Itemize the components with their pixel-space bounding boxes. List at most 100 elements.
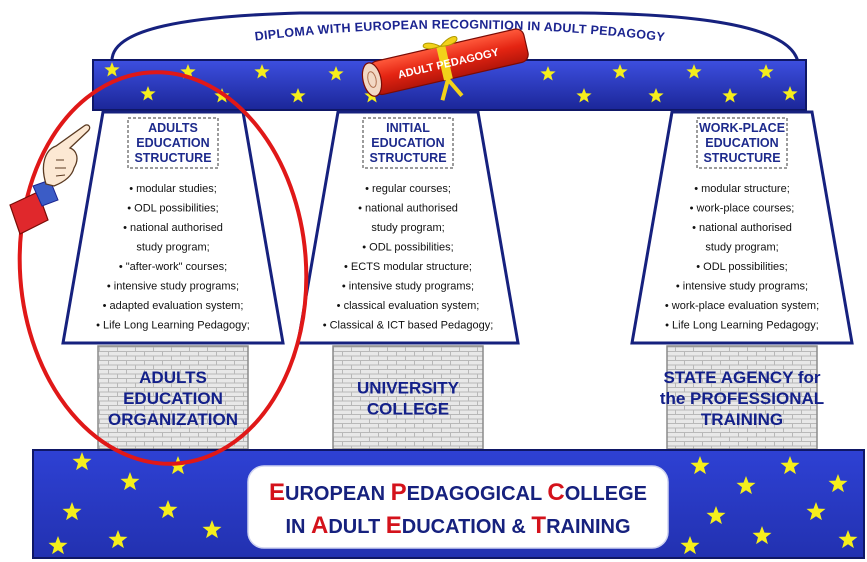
star-icon	[648, 88, 664, 103]
column-shaft	[666, 345, 818, 450]
college-name-panel	[247, 465, 669, 549]
college-name-line1: EUROPEAN PEDAGOGICAL COLLEGE	[269, 479, 647, 506]
star-icon	[254, 64, 270, 79]
column-item: • national authorised	[123, 222, 223, 234]
column-heading: STRUCTURE	[703, 151, 780, 165]
star-icon	[72, 452, 92, 471]
column-item: • Life Long Learning Pedagogy;	[665, 320, 819, 332]
star-icon	[140, 86, 156, 101]
initial-letter: E	[269, 479, 285, 506]
column-item: • adapted evaluation system;	[103, 300, 244, 312]
word-rest: IN	[285, 516, 311, 538]
column-item: • regular courses;	[365, 183, 451, 195]
heading-box	[696, 117, 788, 169]
star-icon	[202, 520, 222, 539]
star-icon	[806, 502, 826, 521]
star-icon	[736, 476, 756, 495]
word-rest: OLLEGE	[565, 483, 647, 505]
column-item: • ODL possibilities;	[362, 242, 453, 254]
word-rest: DULT	[328, 516, 385, 538]
heading-box	[362, 117, 454, 169]
organization-name: ORGANIZATION	[108, 410, 238, 429]
star-icon	[722, 88, 738, 103]
star-icon	[120, 472, 140, 491]
initial-letter: E	[386, 512, 402, 539]
star-icon	[48, 536, 68, 555]
star-icon	[706, 506, 726, 525]
initial-letter: C	[547, 479, 564, 506]
organization-name: ADULTS	[139, 368, 207, 387]
column-capital	[61, 110, 285, 345]
column-item: • national authorised	[692, 222, 792, 234]
star-icon	[828, 474, 848, 493]
organization-name: TRAINING	[701, 410, 783, 429]
column-heading: INITIAL	[386, 121, 430, 135]
word-rest: DUCATION &	[402, 516, 532, 538]
column-item: • ODL possibilities;	[696, 261, 787, 273]
star-icon	[180, 64, 196, 79]
star-icon	[680, 536, 700, 555]
column-heading: EDUCATION	[371, 136, 444, 150]
star-icon	[612, 64, 628, 79]
column-shaft	[97, 345, 249, 450]
star-icon	[104, 62, 120, 77]
organization-name: the PROFESSIONAL	[660, 389, 824, 408]
column-heading: WORK-PLACE	[699, 121, 785, 135]
pointing-hand-icon	[9, 124, 91, 235]
column-item: • national authorised	[358, 203, 458, 215]
initial-letter: P	[391, 479, 407, 506]
star-icon	[158, 500, 178, 519]
college-name-line2: IN ADULT EDUCATION & TRAINING	[285, 512, 630, 539]
column-item: • modular studies;	[129, 183, 217, 195]
star-icon	[686, 64, 702, 79]
column-item: study program;	[371, 222, 444, 234]
column-item: study program;	[136, 242, 209, 254]
column-capital	[630, 110, 854, 345]
column-item: study program;	[705, 242, 778, 254]
column-item: • classical evaluation system;	[337, 300, 480, 312]
column-item: • ECTS modular structure;	[344, 261, 472, 273]
word-rest: EDAGOGICAL	[407, 483, 548, 505]
column-heading: EDUCATION	[705, 136, 778, 150]
organization-name: EDUCATION	[123, 389, 223, 408]
star-icon	[838, 530, 858, 549]
column-item: • work-place courses;	[690, 203, 795, 215]
star-icon	[328, 66, 344, 81]
star-icon	[782, 86, 798, 101]
column-item: • "after-work" courses;	[119, 261, 227, 273]
college-base: EUROPEAN PEDAGOGICAL COLLEGE IN ADULT ED…	[32, 449, 865, 559]
column-heading: STRUCTURE	[134, 151, 211, 165]
organization-name: UNIVERSITY	[357, 379, 460, 398]
highlight-oval	[17, 70, 309, 466]
star-icon	[576, 88, 592, 103]
column-heading: EDUCATION	[136, 136, 209, 150]
star-icon	[690, 456, 710, 475]
heading-box	[127, 117, 219, 169]
column-item: • intensive study programs;	[107, 281, 239, 293]
word-rest: RAINING	[546, 516, 630, 538]
column-item: • Life Long Learning Pedagogy;	[96, 320, 250, 332]
column-capital	[296, 110, 520, 345]
star-icon	[540, 66, 556, 81]
column-shaft	[332, 345, 484, 450]
star-icon	[780, 456, 800, 475]
star-icon	[758, 64, 774, 79]
column-item: • intensive study programs;	[342, 281, 474, 293]
column-item: • Classical & ICT based Pedagogy;	[323, 320, 494, 332]
organization-name: COLLEGE	[367, 400, 449, 419]
column-heading: ADULTS	[148, 121, 198, 135]
star-icon	[108, 530, 128, 549]
star-icon	[290, 88, 306, 103]
star-icon	[62, 502, 82, 521]
initial-letter: A	[311, 512, 328, 539]
column-item: • modular structure;	[694, 183, 790, 195]
column-item: • work-place evaluation system;	[665, 300, 819, 312]
column-heading: STRUCTURE	[369, 151, 446, 165]
initial-letter: T	[531, 512, 546, 539]
organization-name: STATE AGENCY for	[663, 368, 820, 387]
